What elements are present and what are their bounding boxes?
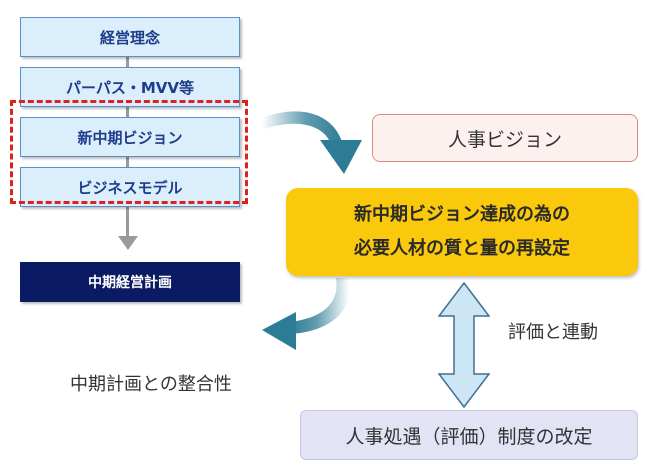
talent-reset-box: 新中期ビジョン達成の為の 必要人材の質と量の再設定: [286, 188, 638, 276]
hr-vision-label: 人事ビジョン: [447, 128, 562, 151]
midterm-plan-label: 中期経営計画: [88, 275, 172, 291]
consistency-label: 中期計画との整合性: [70, 374, 232, 395]
highlight-frame: [10, 100, 248, 204]
curved-arrow-bottom-icon: [262, 278, 350, 350]
philosophy-label: 経営理念: [99, 28, 160, 47]
hr-vision-box: 人事ビジョン: [372, 114, 638, 162]
business-model-label: ビジネスモデル: [77, 178, 183, 197]
talent-reset-line1: 新中期ビジョン達成の為の: [354, 204, 570, 225]
talent-reset-line2: 必要人材の質と量の再設定: [354, 238, 570, 259]
evaluation-link-label: 評価と連動: [508, 322, 598, 343]
hr-system-label: 人事処遇（評価）制度の改定: [345, 425, 593, 448]
midterm-vision-label: 新中期ビジョン: [77, 128, 183, 147]
business-model-box: ビジネスモデル: [20, 167, 240, 207]
connector-line-4: [126, 205, 129, 239]
connector-line-3: [126, 155, 129, 167]
double-arrow-icon: [438, 282, 490, 408]
hr-system-box: 人事処遇（評価）制度の改定: [300, 410, 638, 460]
midterm-vision-box: 新中期ビジョン: [20, 117, 240, 157]
connector-line-2: [126, 105, 129, 117]
curved-arrow-top-icon: [262, 111, 362, 174]
philosophy-box: 経営理念: [20, 17, 240, 57]
down-arrow-icon: [118, 236, 138, 250]
purpose-mvv-label: パーパス・MVV等: [66, 78, 194, 97]
connector-line-1: [126, 55, 129, 67]
midterm-plan-box: 中期経営計画: [20, 262, 240, 302]
